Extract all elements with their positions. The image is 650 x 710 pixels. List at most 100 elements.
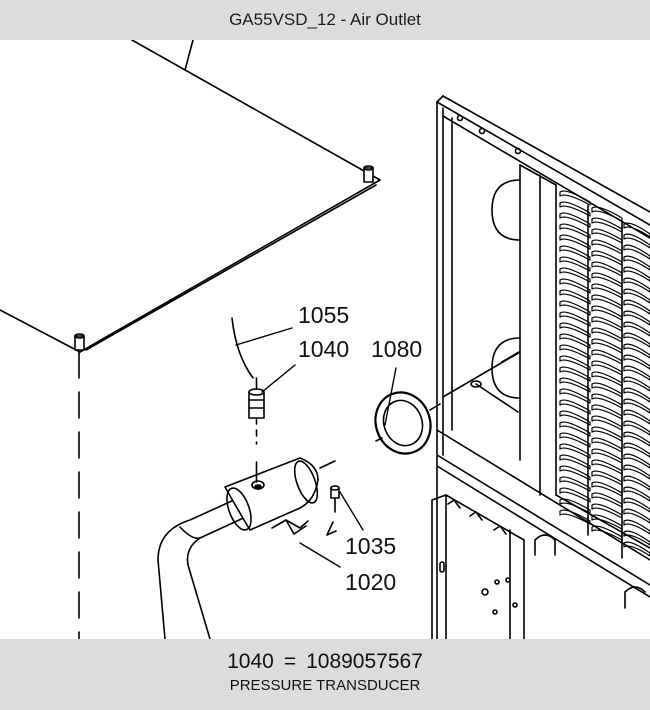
grille-louvre [559,311,591,327]
grille-louvre [559,190,591,206]
grille-louvre [623,299,650,315]
leader-lines [235,327,397,568]
callout-1035[interactable]: 1035 [345,533,396,559]
grille-louvre [591,492,623,508]
grille-louvre [559,333,591,349]
grille-louvre [591,382,623,398]
title-bar: GA55VSD_12 - Air Outlet [0,0,650,40]
grille-louvre [591,294,623,310]
grille-louvre [623,508,650,524]
grille-louvre [623,519,650,535]
grille-louvre [559,498,591,514]
grille-louvre [623,354,650,370]
exploded-parts-diagram: 1055 1040 1080 1035 1020 [0,39,650,640]
callout-1080[interactable]: 1080 [371,336,422,362]
grille-louvre [591,448,623,464]
canopy-panel [0,39,381,640]
grille-louvre [591,305,623,321]
pressure-transducer [231,317,265,483]
grille-louvre [591,415,623,431]
part-info-panel: 1040 = 1089057567 PRESSURE TRANSDUCER [0,639,650,710]
grille-louvre [559,410,591,426]
grille-louvre [559,289,591,305]
grille-louvre [559,487,591,503]
grille-louvre [591,228,623,244]
grille-louvre [559,300,591,316]
grille-louvre [591,283,623,299]
outlet-frame [436,95,650,640]
grille-louvre [623,398,650,414]
grille-louvre [591,360,623,376]
grille-louvre [623,464,650,480]
grille-louvre [559,454,591,470]
part-number-line: 1040 = 1089057567 [0,650,650,674]
grille-louvre [623,376,650,392]
callout-1055[interactable]: 1055 [298,302,349,328]
grille-louvre [623,244,650,260]
grille-louvre [623,343,650,359]
callout-1040[interactable]: 1040 [298,336,349,362]
grille-louvre [559,421,591,437]
grille-louvre [623,453,650,469]
callout-1020[interactable]: 1020 [345,569,396,595]
grille-louvre [623,332,650,348]
grille-louvre [559,245,591,261]
grille-louvre [591,261,623,277]
grille-louvre [559,223,591,239]
grille-louvre [623,277,650,293]
grille-louvre [559,201,591,217]
grille-louvre [559,278,591,294]
grille-louvre [591,217,623,233]
grille-louvre [559,234,591,250]
part-position-number: 1040 [227,650,274,673]
equals-sign: = [283,650,297,673]
grille-louvre [559,399,591,415]
grille-louvre [623,442,650,458]
grille-louvre [591,239,623,255]
grille-louvre [559,377,591,393]
grille-louvre [623,233,650,249]
grille-louvre [623,321,650,337]
grille-louvre [591,459,623,475]
grille-louvre [591,503,623,519]
grille-louvre [623,222,650,238]
grille-louvre [559,443,591,459]
grille-louvre [559,256,591,272]
grille-louvre [559,212,591,228]
grille-louvre [623,266,650,282]
grille-louvre [559,476,591,492]
grille-louvre [623,486,650,502]
grille-louvre [591,250,623,266]
grille-louvre [591,316,623,332]
grille-louvre [591,206,623,222]
grille-louvre [559,432,591,448]
grille-louvre [591,393,623,409]
grille-louvre [623,387,650,403]
part-description: PRESSURE TRANSDUCER [229,677,421,694]
grille-louvre [591,327,623,343]
grille-louvre [559,267,591,283]
grille-louvre [591,404,623,420]
grille-louvre [559,322,591,338]
grille-louvre [591,272,623,288]
grille-louvre [559,465,591,481]
grille-louvre [623,365,650,381]
grille-louvre [623,475,650,491]
grille-louvre [623,541,650,557]
grille-louvre [623,409,650,425]
gasket-ring [374,391,441,455]
grille-louvre [623,310,650,326]
bolt [326,485,340,536]
grille-louvre [591,470,623,486]
grille-louvre [591,338,623,354]
grille-louvre [623,420,650,436]
grille-louvre [559,366,591,382]
part-code: 1089057567 [306,650,423,673]
grille-louvre [623,497,650,513]
grille-louvre [591,426,623,442]
grille-louvre [623,288,650,304]
grille-louvre [559,388,591,404]
grille-louvre [623,431,650,447]
grille-louvre [623,530,650,546]
page-title: GA55VSD_12 - Air Outlet [229,10,421,29]
